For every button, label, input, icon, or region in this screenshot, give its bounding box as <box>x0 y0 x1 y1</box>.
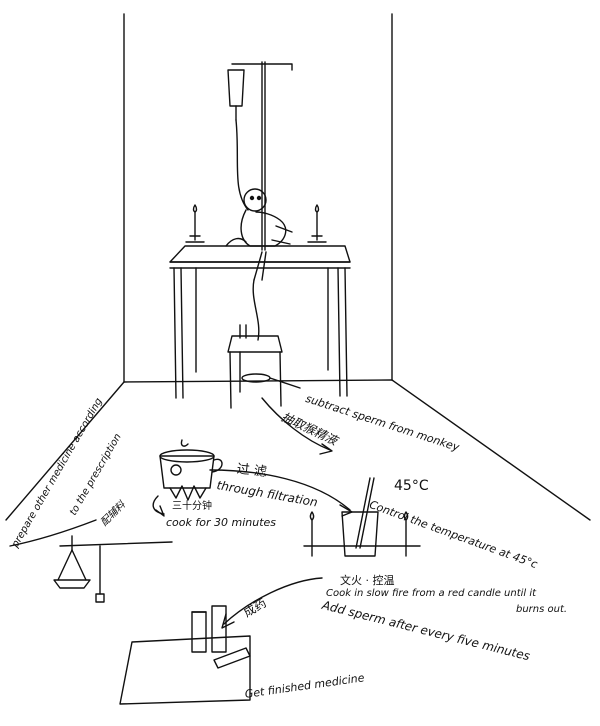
label-temperature-value: 45°C <box>394 478 429 494</box>
monkey-figure <box>225 188 293 247</box>
cooking-pot <box>159 439 223 501</box>
label-slow-fire: Cook in slow fire from a red candle unti… <box>326 588 537 599</box>
label-filter-cn: 过 滤 <box>236 461 268 481</box>
label-slow-fire-cn: 文火 · 控温 <box>340 574 395 587</box>
label-cook-30-cn: 三十分钟 <box>172 501 212 512</box>
balance-scale <box>53 535 173 603</box>
table-candles <box>185 204 327 243</box>
finished-table <box>119 605 251 705</box>
label-burns-out: burns out. <box>516 604 568 615</box>
iv-drip-stand <box>227 61 293 341</box>
heating-station <box>303 477 421 557</box>
room-walls <box>5 13 591 521</box>
label-cook-30: cook for 30 minutes <box>166 516 277 529</box>
large-table <box>169 245 351 399</box>
flow-arrows <box>9 397 353 629</box>
small-table <box>227 324 301 409</box>
